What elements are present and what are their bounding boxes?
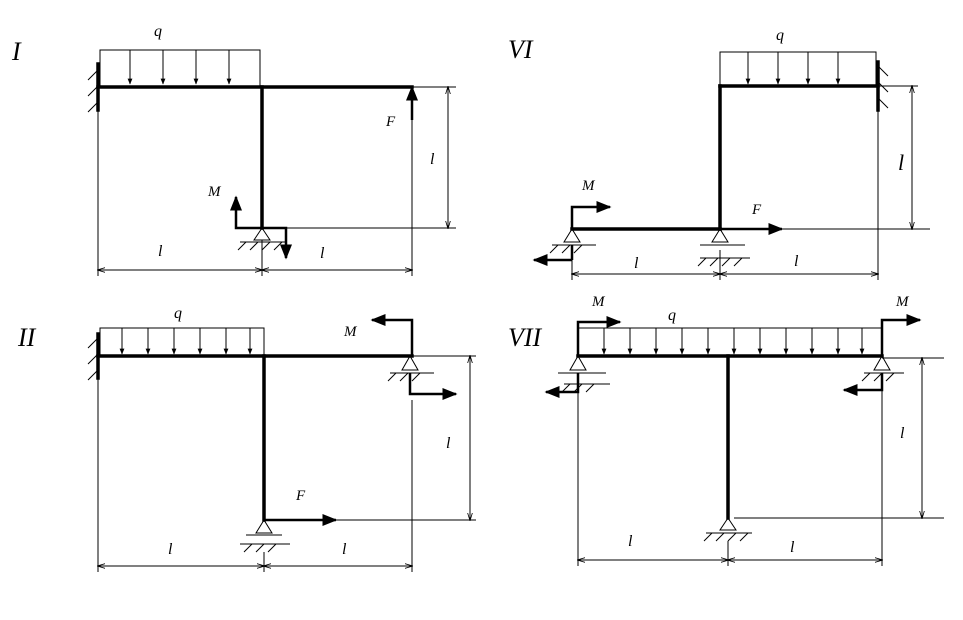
diagram-VII: VII q M M: [508, 294, 944, 566]
diagram-VII-M-right-label: M: [895, 294, 910, 310]
diagram-II-moment-arrow: [370, 314, 414, 356]
diagram-II-l-right: l: [342, 541, 347, 558]
diagram-I-distributed-load: [99, 49, 261, 87]
diagram-VI-moment-arrow: [570, 201, 612, 229]
diagram-I-l-right: l: [320, 245, 325, 262]
diagram-II-F-label: F: [295, 488, 306, 504]
diagram-II-l-height: l: [446, 435, 451, 452]
diagram-VII-right-moment-arrow: [880, 314, 922, 356]
diagram-I-l-height: l: [430, 151, 435, 168]
diagram-VII-dimensions: [578, 358, 944, 566]
diagram-VII-bottom-support: [703, 517, 752, 542]
diagram-VI-M-label: M: [581, 178, 596, 194]
diagram-VII-l-right: l: [790, 539, 795, 556]
diagram-VI-distributed-load: [719, 51, 877, 87]
diagram-VII-distributed-load: [577, 327, 883, 357]
diagram-VI-l-right: l: [794, 253, 799, 270]
diagram-II-M-label: M: [343, 324, 358, 340]
diagram-VI-middle-support: [697, 228, 750, 267]
diagram-I-dimensions: [98, 87, 456, 276]
diagram-II-q-label: q: [174, 305, 182, 322]
diagram-I-F-label: F: [385, 114, 396, 130]
diagram-I-M-label: M: [207, 184, 222, 200]
diagram-VII-left-support: [544, 354, 610, 398]
diagram-VII-right-support: [842, 354, 904, 396]
diagram-VI-label: VI: [508, 35, 534, 64]
diagram-VII-left-moment-arrow: [576, 316, 622, 356]
diagram-VII-l-height: l: [900, 425, 905, 442]
diagram-I: I q F M: [11, 23, 456, 276]
diagram-VI-F-label: F: [751, 202, 762, 218]
diagram-II-bottom-support: [240, 519, 290, 553]
diagram-VII-q-label: q: [668, 307, 676, 324]
diagram-II-distributed-load: [99, 327, 265, 357]
diagram-VII-label: VII: [508, 323, 543, 352]
diagram-II-label: II: [17, 323, 37, 352]
diagram-VI-l-height: l: [898, 150, 904, 175]
diagram-VI: VI q F M: [508, 27, 930, 280]
diagram-VI-dimensions: [572, 86, 930, 280]
diagram-II: II q M: [17, 305, 476, 572]
diagram-VII-M-left-label: M: [591, 294, 606, 310]
diagram-II-l-left: l: [168, 541, 173, 558]
diagram-VII-l-left: l: [628, 533, 633, 550]
diagram-VI-l-left: l: [634, 255, 639, 272]
diagram-II-right-support: [387, 354, 458, 400]
diagram-I-l-left: l: [158, 243, 163, 260]
diagram-I-moment-path: [234, 218, 292, 260]
diagram-I-label: I: [11, 37, 22, 66]
diagram-VI-left-support: [532, 228, 596, 266]
diagram-II-dimensions: [98, 356, 476, 572]
diagram-I-q-label: q: [154, 23, 162, 40]
diagram-VI-q-label: q: [776, 27, 784, 44]
